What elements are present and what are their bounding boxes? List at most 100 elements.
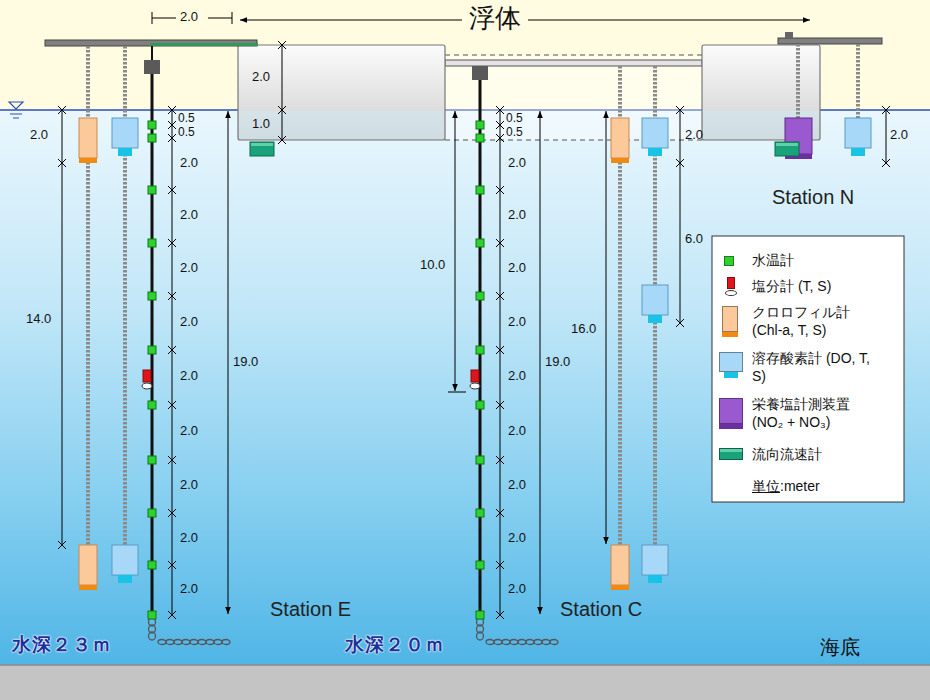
dimension-label: 2.0 xyxy=(180,315,198,330)
salinity-sensor xyxy=(142,370,480,389)
dimension-label: 2.0 xyxy=(508,208,526,223)
sea xyxy=(0,110,930,666)
temperature-sensor xyxy=(476,121,484,129)
temperature-sensor xyxy=(148,121,484,619)
dimension-line xyxy=(168,561,176,569)
legend-box xyxy=(712,236,904,502)
chlorophyll-meter xyxy=(611,545,629,585)
dimension-line xyxy=(496,561,504,569)
anchor-chain xyxy=(166,640,174,645)
chlorophyll-meter xyxy=(611,118,629,158)
dimension-label: 2.0 xyxy=(180,531,198,546)
legend-swatch xyxy=(722,306,738,332)
dimension-label: 2.0 xyxy=(180,208,198,223)
chlorophyll-meter xyxy=(79,118,629,590)
anchor-chain xyxy=(518,640,526,645)
legend-swatch xyxy=(719,448,743,460)
dimension-label: 14.0 xyxy=(26,312,51,327)
dimension-label: 2.0 xyxy=(508,315,526,330)
seabed-label: 海底 xyxy=(820,636,860,659)
dimension-line xyxy=(62,110,63,545)
legend-text: 栄養塩計測装置 (NO₂ + NO₃) xyxy=(752,396,882,431)
float-body xyxy=(239,111,444,139)
dimension-line xyxy=(882,159,890,167)
temperature-sensor xyxy=(148,186,156,194)
dimension-line xyxy=(278,136,286,144)
oxygen-meter xyxy=(642,118,668,148)
salinity-sensor xyxy=(142,383,152,389)
thermistor-chain xyxy=(151,74,154,615)
anchor-chain xyxy=(206,640,214,645)
salinity-sensor xyxy=(470,383,480,389)
legend-text: 溶存酸素計 (DO, T, S) xyxy=(752,350,882,385)
legend-text: 流向流速計 xyxy=(752,446,882,464)
dimension-label: 19.0 xyxy=(233,355,258,370)
temperature-sensor xyxy=(148,509,156,517)
oxygen-meter xyxy=(648,575,662,583)
dimension-line xyxy=(152,18,176,19)
station-label: Station C xyxy=(560,598,642,621)
temperature-sensor xyxy=(148,456,156,464)
legend-swatch xyxy=(719,352,743,372)
platform-beam xyxy=(45,32,882,46)
anchor-chain xyxy=(550,640,558,645)
anchor-chain xyxy=(510,640,518,645)
dimension-label: 2.0 xyxy=(180,582,198,597)
dimension-line xyxy=(240,20,462,21)
dimension-line xyxy=(606,111,607,544)
temperature-sensor xyxy=(148,561,156,569)
thermistor-chain xyxy=(472,66,488,80)
legend-box xyxy=(712,236,904,502)
dimension-label: 2.0 xyxy=(508,582,526,597)
temperature-sensor xyxy=(148,292,156,300)
dimension-line xyxy=(168,134,176,142)
legend-sample-part xyxy=(725,290,737,296)
dimension-line xyxy=(168,121,176,129)
dimension-line xyxy=(168,346,176,354)
station-label: Station E xyxy=(270,598,351,621)
chlorophyll-meter xyxy=(611,585,629,590)
temperature-sensor xyxy=(476,456,484,464)
chlorophyll-meter xyxy=(79,118,97,158)
instrument-rope xyxy=(856,44,860,118)
dimension-line xyxy=(58,541,66,549)
dimension-label: 2.0 xyxy=(685,128,703,143)
legend-text: 塩分計 (T, S) xyxy=(752,278,882,296)
dimension-label: 16.0 xyxy=(571,322,596,337)
dimension-line xyxy=(282,45,283,140)
legend-sample-part xyxy=(719,424,743,429)
temperature-sensor xyxy=(148,401,156,409)
dimension-label: 0.5 xyxy=(506,112,523,126)
float-body xyxy=(445,60,702,66)
oxygen-meter xyxy=(642,285,668,315)
depth-label: 水深２３ｍ xyxy=(12,634,112,656)
dimension-line xyxy=(208,18,232,19)
legend-text: クロロフィル計 (Chl-a, T, S) xyxy=(752,304,882,339)
chlorophyll-meter xyxy=(79,585,97,590)
temperature-sensor xyxy=(148,346,156,354)
anchor-chain xyxy=(174,640,182,645)
chlorophyll-meter xyxy=(79,158,97,163)
chlorophyll-meter xyxy=(79,545,97,585)
seabed xyxy=(0,665,930,700)
thermistor-chain xyxy=(144,60,160,74)
anchor-chain xyxy=(214,640,222,645)
oxygen-meter xyxy=(845,118,871,148)
anchor-chain xyxy=(534,640,542,645)
dimension-line xyxy=(540,111,541,614)
dimension-line xyxy=(496,456,504,464)
dimension-line xyxy=(232,12,233,24)
oxygen-meter xyxy=(118,575,132,583)
dimension-label: 2.0 xyxy=(180,10,198,25)
dimension-line xyxy=(496,106,504,114)
dimension-line xyxy=(168,509,176,517)
dimension-line xyxy=(882,106,890,114)
temperature-sensor xyxy=(476,239,484,247)
chlorophyll-meter xyxy=(611,158,629,163)
anchor-chain xyxy=(542,640,550,645)
station-label: Station N xyxy=(772,186,854,209)
float-body xyxy=(445,55,702,56)
seabed xyxy=(0,665,930,700)
anchor-chain xyxy=(182,640,190,645)
oxygen-meter xyxy=(118,148,132,156)
